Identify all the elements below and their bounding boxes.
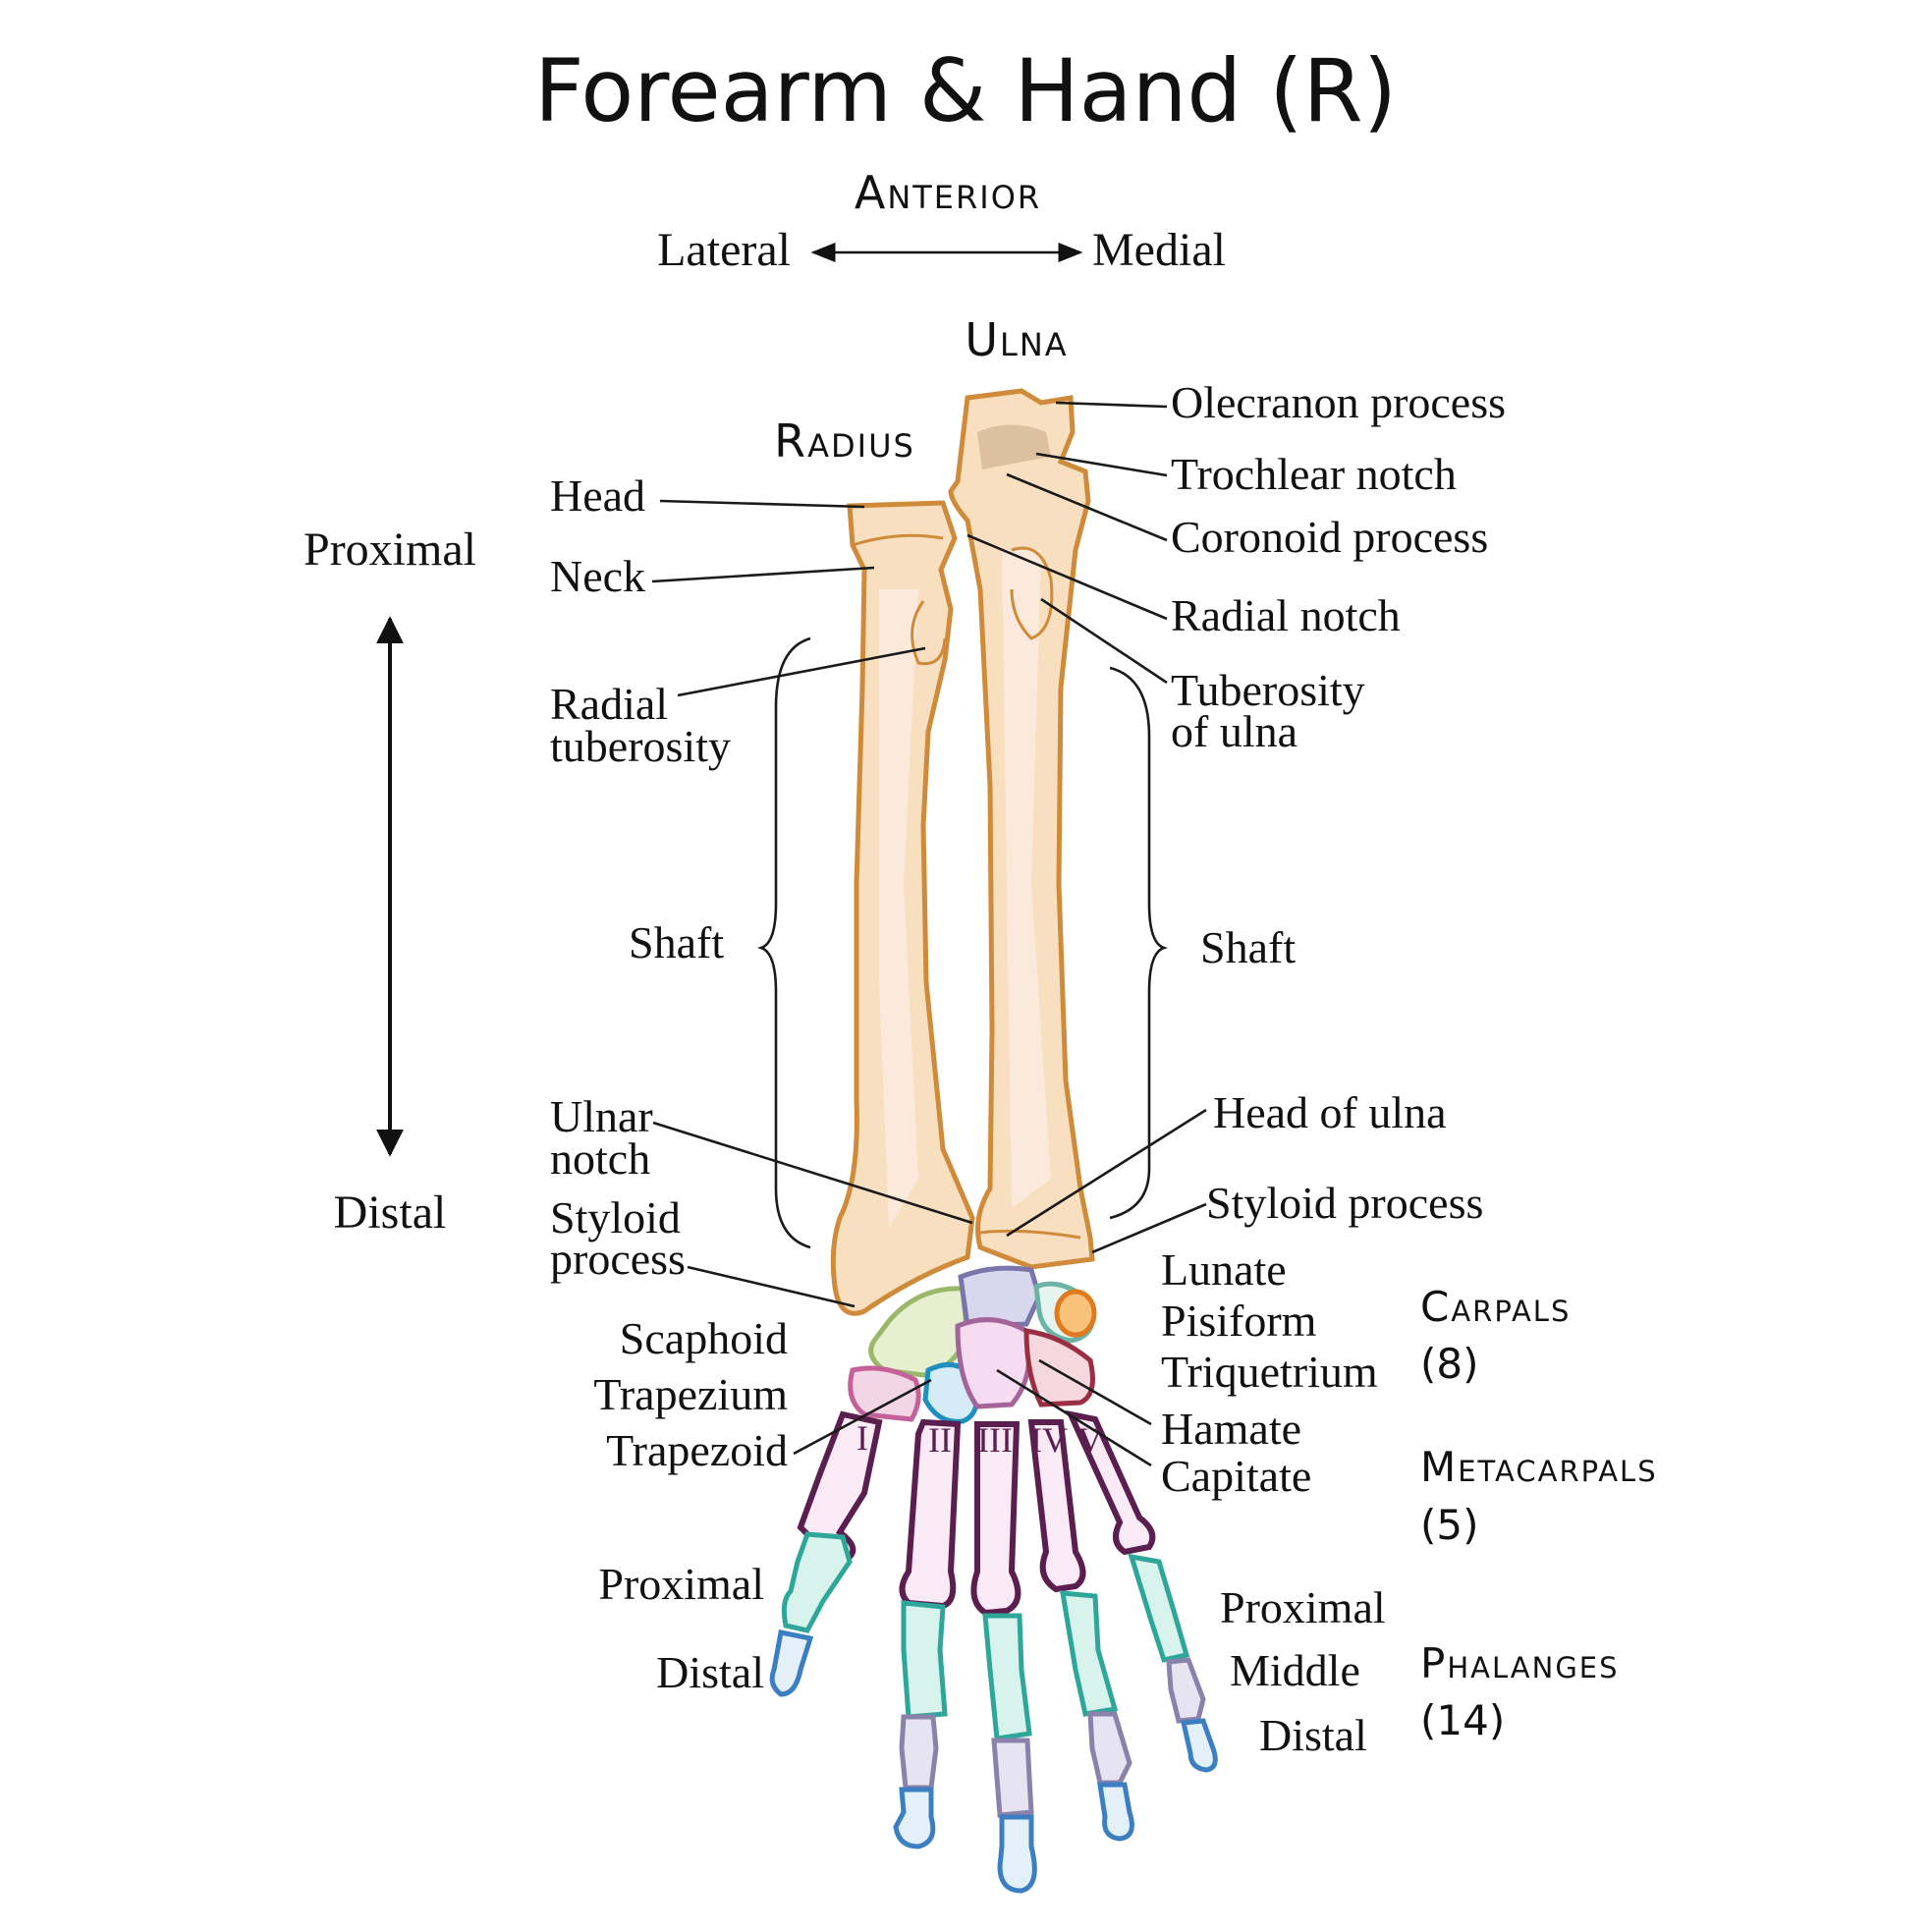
pisiform-bone [1054,1289,1097,1338]
ulna-shaft-brace [1109,666,1169,1220]
trapezoid-label: Trapezoid [606,1425,788,1475]
view-label: Anterior [855,166,1041,219]
radius-styloid-label-2: process [550,1234,686,1284]
ulna-shaft-label: Shaft [1200,922,1296,972]
phalanges-group-label: Phalanges [1420,1639,1620,1687]
ulna-tuberosity-label-2: of ulna [1171,706,1297,756]
ulna-tuberosity-label: Tuberosity [1171,665,1365,715]
metacarpal-numerals: I II III IV V [856,1418,1103,1460]
radial-tuberosity-label: Radial [550,679,668,729]
metacarpal-numeral-4: IV [1030,1420,1068,1460]
capitate-label: Capitate [1161,1451,1311,1501]
lunate-label: Lunate [1161,1244,1287,1295]
radius-bone [830,500,975,1316]
proximal-phalanx-label: Proximal [1220,1582,1386,1632]
proximal-label: Proximal [304,524,476,576]
carpals-group-label: Carpals [1420,1283,1571,1331]
trapezium-label: Trapezium [593,1369,788,1419]
ulna-styloid-label: Styloid process [1206,1178,1483,1228]
medial-label: Medial [1092,224,1226,276]
metacarpals-count: (5) [1420,1501,1479,1549]
metacarpal-numeral-1: I [856,1418,868,1458]
radial-tuberosity-label-2: tuberosity [550,721,731,771]
distal-phalanx-label: Distal [1259,1710,1367,1760]
trapezium-bone [848,1365,921,1422]
trochlear-notch-label: Trochlear notch [1171,449,1457,499]
ulna-bone [948,388,1095,1270]
radius-leaders [651,499,973,1308]
lunate-bone [958,1265,1042,1329]
ulna-leaders [966,401,1207,1254]
radius-head-label: Head [550,470,645,521]
hamate-label: Hamate [1161,1404,1301,1454]
ulnar-notch-label: Ulnar [550,1091,653,1141]
capitate-bone [955,1317,1032,1409]
radius-neck-label: Neck [550,551,645,601]
metacarpal-numeral-2: II [928,1420,952,1460]
metacarpal-bones [797,1409,1156,1617]
carpals-count: (8) [1420,1340,1479,1388]
radius-shaft-brace [756,636,811,1249]
triquetrium-label: Triquetrium [1161,1347,1378,1397]
head-of-ulna-label: Head of ulna [1213,1087,1447,1137]
lateral-label: Lateral [657,224,791,276]
radial-notch-label: Radial notch [1171,590,1401,640]
phalanges-count: (14) [1420,1696,1505,1744]
carpal-bones [848,1265,1097,1424]
radius-styloid-label: Styloid [550,1192,681,1242]
metacarpal-numeral-3: III [977,1420,1013,1460]
middle-phalanx-label: Middle [1230,1645,1360,1695]
phalanx-bones [769,1531,1218,1894]
page-title: Forearm & Hand (R) [534,40,1397,141]
pisiform-label: Pisiform [1161,1296,1317,1346]
ulnar-notch-label-2: notch [550,1133,650,1184]
coronoid-label: Coronoid process [1171,512,1488,562]
radius-heading: Radius [774,414,915,468]
radius-shaft-label: Shaft [629,917,724,967]
thumb-distal-label: Distal [656,1647,764,1697]
ulna-heading: Ulna [965,313,1068,366]
scaphoid-label: Scaphoid [620,1313,788,1363]
metacarpal-numeral-5: V [1077,1420,1103,1460]
scaphoid-bone [868,1286,970,1378]
carpal-leaders [793,1358,1152,1467]
olecranon-label: Olecranon process [1171,377,1506,427]
thumb-proximal-label: Proximal [598,1559,764,1609]
metacarpals-group-label: Metacarpals [1420,1443,1658,1491]
distal-label: Distal [334,1187,447,1239]
